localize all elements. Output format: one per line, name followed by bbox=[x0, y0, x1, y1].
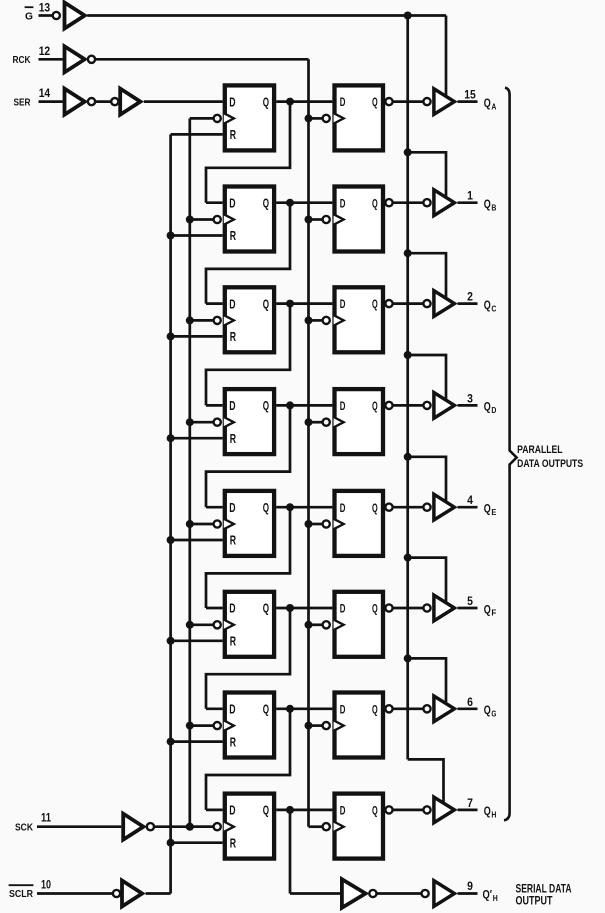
svg-text:D: D bbox=[340, 501, 346, 515]
svg-text:Q: Q bbox=[484, 703, 491, 717]
svg-text:D: D bbox=[340, 399, 346, 413]
svg-text:Q: Q bbox=[263, 195, 269, 210]
svg-text:A: A bbox=[491, 101, 496, 111]
svg-text:13: 13 bbox=[39, 2, 51, 14]
svg-text:Q: Q bbox=[484, 502, 491, 516]
svg-text:Q: Q bbox=[263, 94, 269, 109]
svg-text:D: D bbox=[340, 196, 346, 210]
svg-text:DATA OUTPUTS: DATA OUTPUTS bbox=[517, 458, 583, 470]
svg-text:D: D bbox=[340, 95, 346, 109]
svg-text:R: R bbox=[230, 431, 237, 446]
svg-text:Q: Q bbox=[372, 95, 378, 109]
svg-text:Q: Q bbox=[263, 500, 269, 515]
svg-text:Q′: Q′ bbox=[483, 888, 493, 902]
svg-text:G: G bbox=[25, 11, 33, 23]
svg-text:SCK: SCK bbox=[15, 821, 33, 833]
svg-text:G: G bbox=[491, 709, 496, 719]
svg-text:R: R bbox=[230, 835, 237, 850]
svg-text:OUTPUT: OUTPUT bbox=[516, 896, 553, 908]
svg-text:Q: Q bbox=[263, 702, 269, 717]
svg-text:15: 15 bbox=[464, 90, 476, 102]
svg-text:Q: Q bbox=[372, 804, 378, 818]
svg-text:Q: Q bbox=[372, 297, 378, 311]
svg-text:D: D bbox=[229, 296, 235, 311]
svg-text:D: D bbox=[229, 702, 235, 717]
svg-text:B: B bbox=[491, 202, 496, 212]
svg-text:D: D bbox=[229, 94, 235, 109]
svg-text:3: 3 bbox=[467, 393, 473, 405]
svg-text:D: D bbox=[229, 500, 235, 515]
svg-text:1: 1 bbox=[467, 191, 473, 203]
svg-text:SCLR: SCLR bbox=[9, 888, 33, 900]
svg-text:7: 7 bbox=[467, 798, 473, 810]
svg-text:D: D bbox=[229, 195, 235, 210]
svg-text:H: H bbox=[491, 810, 496, 820]
svg-text:11: 11 bbox=[41, 813, 51, 825]
svg-text:SERIAL DATA: SERIAL DATA bbox=[516, 884, 572, 896]
svg-text:Q: Q bbox=[484, 400, 491, 414]
svg-text:D: D bbox=[229, 398, 235, 413]
svg-text:Q: Q bbox=[372, 399, 378, 413]
svg-text:R: R bbox=[230, 734, 237, 749]
svg-text:Q: Q bbox=[263, 398, 269, 413]
svg-text:D: D bbox=[340, 602, 346, 616]
svg-text:R: R bbox=[230, 228, 237, 243]
svg-text:D: D bbox=[229, 601, 235, 616]
svg-text:Q: Q bbox=[484, 96, 491, 110]
svg-text:2: 2 bbox=[467, 292, 473, 304]
svg-text:Q: Q bbox=[484, 804, 491, 818]
svg-text:10: 10 bbox=[41, 879, 51, 891]
svg-text:SER: SER bbox=[14, 96, 31, 108]
svg-text:D: D bbox=[340, 297, 346, 311]
svg-text:H: H bbox=[493, 893, 498, 903]
svg-text:D: D bbox=[340, 804, 346, 818]
svg-text:Q: Q bbox=[263, 601, 269, 616]
svg-text:Q: Q bbox=[484, 197, 491, 211]
svg-text:R: R bbox=[230, 329, 237, 344]
svg-text:14: 14 bbox=[39, 88, 51, 100]
svg-text:6: 6 bbox=[467, 697, 473, 709]
svg-text:Q: Q bbox=[372, 196, 378, 210]
svg-text:Q: Q bbox=[372, 501, 378, 515]
svg-text:Q: Q bbox=[484, 298, 491, 312]
svg-text:R: R bbox=[230, 127, 237, 142]
svg-text:Q: Q bbox=[484, 602, 491, 616]
svg-text:Q: Q bbox=[372, 602, 378, 616]
svg-text:12: 12 bbox=[39, 46, 51, 58]
svg-text:PARALLEL: PARALLEL bbox=[517, 444, 563, 456]
svg-text:Q: Q bbox=[263, 296, 269, 311]
svg-text:C: C bbox=[491, 303, 496, 313]
svg-text:RCK: RCK bbox=[13, 54, 31, 66]
svg-text:Q: Q bbox=[263, 803, 269, 818]
svg-text:D: D bbox=[229, 803, 235, 818]
svg-text:R: R bbox=[230, 533, 237, 548]
svg-text:Q: Q bbox=[372, 702, 378, 716]
svg-text:D: D bbox=[491, 405, 496, 415]
svg-text:R: R bbox=[230, 634, 237, 649]
svg-text:4: 4 bbox=[467, 495, 473, 507]
svg-text:D: D bbox=[340, 702, 346, 716]
svg-text:9: 9 bbox=[467, 881, 473, 893]
svg-text:F: F bbox=[491, 608, 496, 618]
svg-text:E: E bbox=[491, 507, 496, 517]
svg-text:5: 5 bbox=[467, 596, 473, 608]
